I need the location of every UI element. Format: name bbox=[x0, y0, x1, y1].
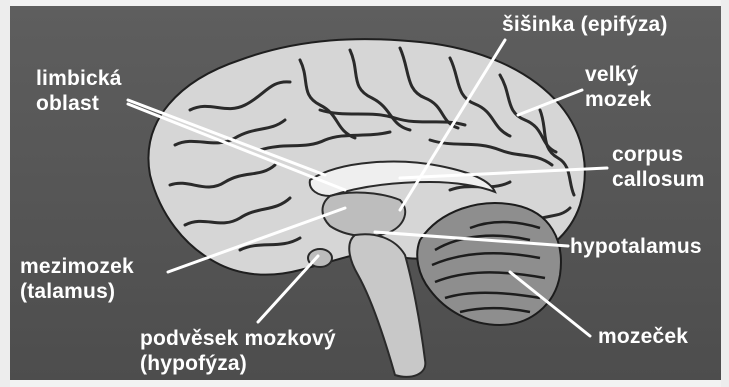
label-corpus-callosum: corpus callosum bbox=[612, 142, 705, 192]
label-line: callosum bbox=[612, 167, 705, 192]
label-line: hypotalamus bbox=[570, 234, 702, 259]
cerebellum-shape bbox=[417, 203, 561, 325]
label-limbicka-oblast: limbická oblast bbox=[36, 66, 122, 116]
label-line: podvěsek mozkový bbox=[140, 326, 336, 351]
label-line: mozek bbox=[585, 87, 651, 112]
label-line: oblast bbox=[36, 91, 122, 116]
label-line: (talamus) bbox=[20, 279, 134, 304]
label-podvesek: podvěsek mozkový (hypofýza) bbox=[140, 326, 336, 376]
label-mozecek: mozeček bbox=[598, 324, 688, 349]
label-line: mozeček bbox=[598, 324, 688, 349]
label-velky-mozek: velký mozek bbox=[585, 62, 651, 112]
label-line: mezimozek bbox=[20, 254, 134, 279]
label-sisinka: šišinka (epifýza) bbox=[502, 12, 668, 37]
label-line: limbická bbox=[36, 66, 122, 91]
thalamus-shape bbox=[323, 193, 406, 237]
label-line: šišinka (epifýza) bbox=[502, 12, 668, 37]
label-hypotalamus: hypotalamus bbox=[570, 234, 702, 259]
label-line: velký bbox=[585, 62, 651, 87]
label-line: (hypofýza) bbox=[140, 351, 336, 376]
label-line: corpus bbox=[612, 142, 705, 167]
label-mezimozek: mezimozek (talamus) bbox=[20, 254, 134, 304]
